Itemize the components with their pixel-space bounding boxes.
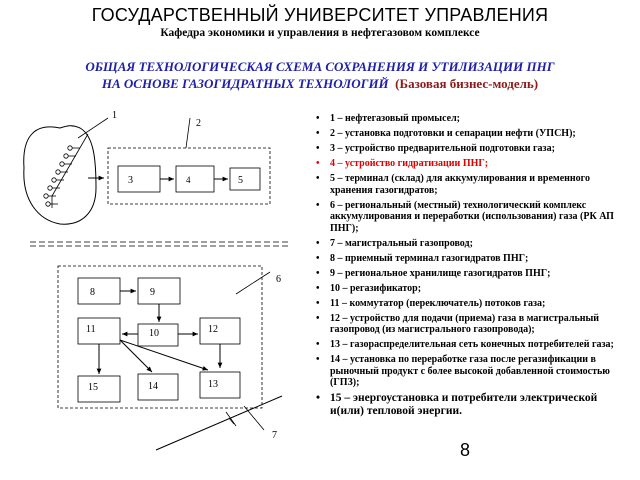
legend-item-9: 9 – региональное хранилище газогидратов … — [314, 268, 632, 280]
oil-field-boundary — [23, 125, 97, 225]
page-number: 8 — [460, 440, 471, 460]
legend-item-5: 5 – терминал (склад) для аккумулирования… — [314, 173, 632, 196]
box-8 — [77, 277, 121, 305]
label-6: 6 — [276, 274, 281, 285]
label-2: 2 — [196, 118, 201, 129]
label-13: 13 — [208, 379, 218, 390]
legend-item-13: 13 – газораспределительная сеть конечных… — [314, 339, 632, 351]
label-3: 3 — [128, 175, 133, 186]
legend-item-10: 10 – регазификатор; — [314, 283, 632, 295]
box-10 — [137, 323, 179, 347]
box-13 — [199, 371, 241, 399]
legend-item-1: 1 – нефтегазовый промысел; — [314, 113, 632, 125]
legend-item-14: 14 – установка по переработке газа после… — [314, 354, 632, 389]
legend-item-8: 8 – приемный терминал газогидратов ПНГ; — [314, 253, 632, 265]
label-8: 8 — [90, 287, 95, 298]
department-subtitle: Кафедра экономики и управления в нефтега… — [160, 27, 480, 39]
legend-list: 1 – нефтегазовый промысел; 2 – установка… — [314, 113, 632, 421]
box-11 — [77, 317, 121, 345]
label-1: 1 — [112, 110, 117, 121]
upsn-frame — [107, 147, 271, 205]
legend-item-4: 4 – устройство гидратизации ПНГ; — [314, 158, 632, 170]
legend-item-7: 7 – магистральный газопровод; — [314, 238, 632, 250]
label-5: 5 — [238, 175, 243, 186]
slide-subtitle: (Базовая бизнес-модель) — [395, 76, 539, 91]
box-14 — [137, 373, 179, 401]
regional-complex-frame — [57, 265, 263, 409]
label-9: 9 — [150, 287, 155, 298]
slide-title: ОБЩАЯ ТЕХНОЛОГИЧЕСКАЯ СХЕМА СОХРАНЕНИЯ И… — [0, 58, 640, 92]
box-12 — [199, 317, 241, 345]
label-15: 15 — [88, 382, 98, 393]
well-icons — [43, 133, 89, 208]
slide-title-line1: ОБЩАЯ ТЕХНОЛОГИЧЕСКАЯ СХЕМА СОХРАНЕНИЯ И… — [85, 59, 555, 74]
label-10: 10 — [149, 328, 159, 339]
university-title: ГОСУДАРСТВЕННЫЙ УНИВЕРСИТЕТ УПРАВЛЕНИЯ — [91, 5, 549, 25]
legend-item-12: 12 – устройство для подачи (приема) газа… — [314, 313, 632, 336]
main-gas-pipeline — [155, 395, 283, 451]
legend-item-3: 3 – устройство предварительной подготовк… — [314, 143, 632, 155]
legend-item-15: 15 – энергоустановка и потребители элект… — [314, 392, 632, 417]
label-7: 7 — [272, 430, 277, 441]
slide-title-line2: НА ОСНОВЕ ГАЗОГИДРАТНЫХ ТЕХНОЛОГИЙ (Базо… — [0, 75, 640, 92]
slide-title-line2-text: НА ОСНОВЕ ГАЗОГИДРАТНЫХ ТЕХНОЛОГИЙ — [101, 76, 389, 91]
box-9 — [137, 277, 181, 305]
box-4 — [175, 165, 215, 193]
label-14: 14 — [148, 381, 158, 392]
label-4: 4 — [186, 175, 191, 185]
box-3 — [117, 165, 161, 193]
box-15 — [77, 375, 121, 403]
legend-item-11: 11 – коммутатор (переключатель) потоков … — [314, 298, 632, 310]
box-5 — [229, 167, 261, 191]
legend-item-6: 6 – региональный (местный) технологическ… — [314, 200, 632, 235]
label-12: 12 — [208, 324, 218, 335]
transport-route — [30, 241, 288, 247]
legend-item-2: 2 – установка подготовки и сепарации неф… — [314, 128, 632, 140]
label-11: 11 — [86, 324, 96, 335]
process-diagram: 1 2 3 4 5 6 8 9 11 10 12 15 14 13 — [23, 110, 288, 451]
